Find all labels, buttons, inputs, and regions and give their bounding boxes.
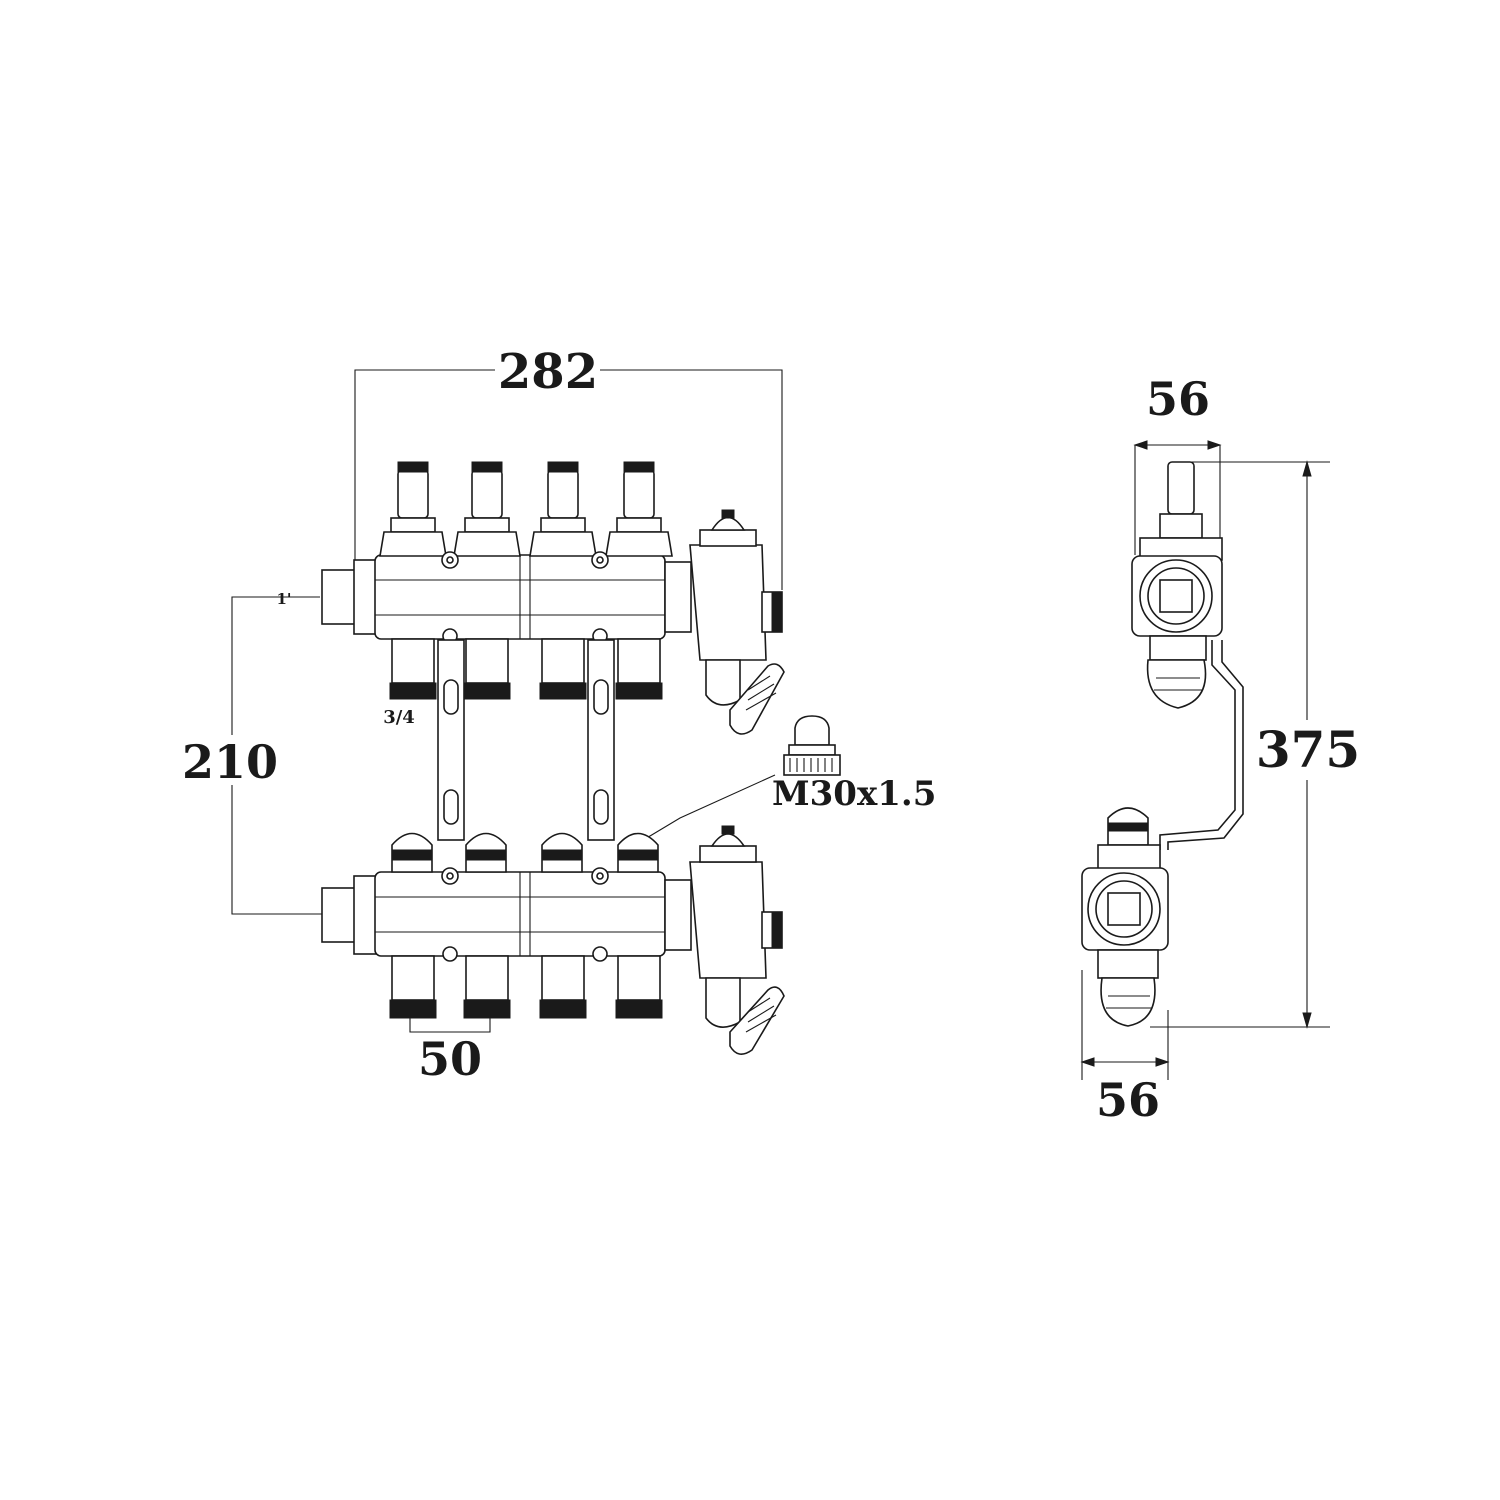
- side-upper-body: [1131, 461, 1223, 709]
- side-dim-375: 375: [1150, 460, 1360, 1029]
- pitch-dim-label: 50: [418, 1032, 482, 1086]
- top-valve-2: [453, 461, 521, 557]
- bottom-manifold: [321, 825, 785, 1055]
- bottom-end-fitting: [664, 825, 785, 1055]
- height-dim-label: 210: [182, 735, 278, 789]
- side-dim-bottom-56: 56: [1080, 970, 1170, 1127]
- top-valve-1: [379, 461, 447, 557]
- top-outlets: [389, 638, 663, 700]
- side-top-dim-label: 56: [1146, 372, 1210, 426]
- thread-callout: M30x1.5: [639, 715, 936, 843]
- dimension-210: 210: [182, 596, 325, 915]
- top-end-fitting: [664, 509, 785, 735]
- bottom-valve-caps: [391, 832, 659, 873]
- mounting-brackets: [437, 639, 615, 841]
- dimension-50: 50: [409, 1018, 491, 1086]
- side-bracket: [1159, 640, 1244, 850]
- top-manifold: [321, 461, 785, 735]
- dimension-282: 282: [354, 344, 783, 597]
- side-lower-body: [1081, 807, 1169, 1027]
- outlet-size-label: 3/4: [383, 707, 415, 728]
- side-bottom-dim-label: 56: [1096, 1073, 1160, 1127]
- side-dim-top-56: 56: [1133, 372, 1222, 555]
- top-valve-4: [605, 461, 673, 557]
- inlet-size-label: 1': [276, 590, 291, 608]
- width-dim-label: 282: [498, 344, 598, 400]
- side-height-dim-label: 375: [1256, 720, 1360, 779]
- top-valve-3: [529, 461, 597, 557]
- thread-size-label: M30x1.5: [772, 774, 936, 814]
- bottom-outlets: [389, 955, 663, 1019]
